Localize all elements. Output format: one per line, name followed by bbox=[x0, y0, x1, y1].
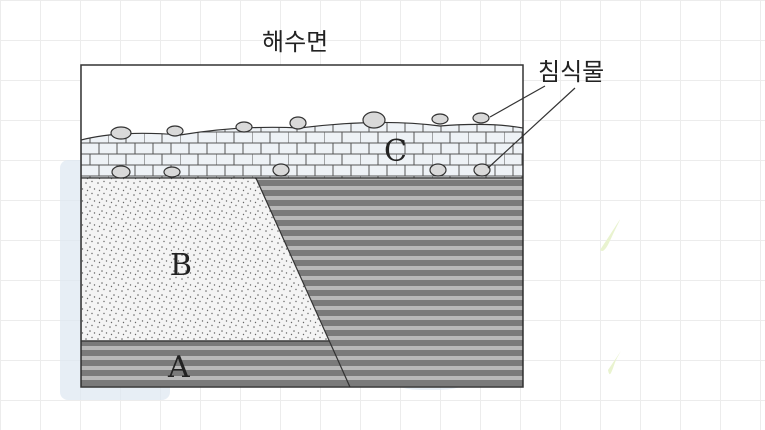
layer-a bbox=[81, 340, 351, 387]
leaf-watermark bbox=[600, 219, 620, 251]
label-c: C bbox=[384, 134, 407, 169]
leaf-watermark-2 bbox=[608, 351, 621, 375]
pebbles-top bbox=[110, 111, 490, 140]
diagram-frame bbox=[80, 64, 524, 388]
label-b: B bbox=[170, 248, 192, 283]
pebbles-bottom bbox=[111, 163, 491, 179]
layer-c bbox=[81, 121, 523, 179]
deposit-label: 침식물 bbox=[538, 58, 604, 86]
label-a: A bbox=[167, 350, 190, 385]
striped-block-right bbox=[255, 177, 523, 387]
leader-line-bottom bbox=[487, 87, 576, 169]
sea-level-label: 해수면 bbox=[262, 28, 328, 56]
leader-line-top bbox=[489, 85, 546, 118]
